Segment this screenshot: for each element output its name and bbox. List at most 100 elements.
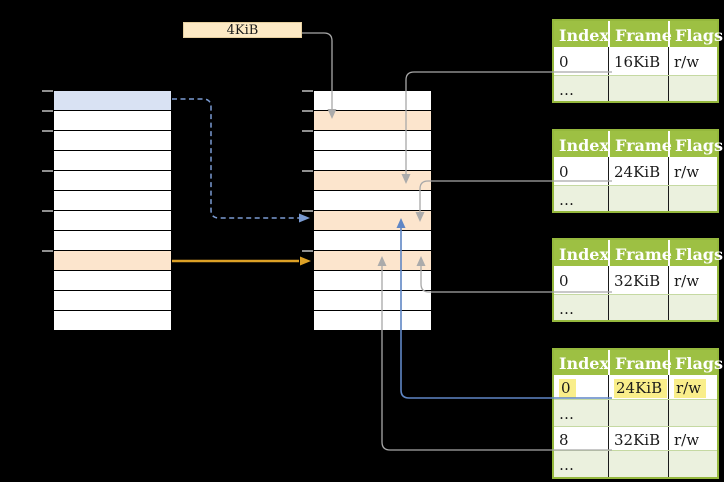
table-cell <box>668 186 717 211</box>
memory-row <box>314 271 431 291</box>
table-cell: Frame <box>608 240 672 266</box>
page-size-text: 4KiB <box>226 22 259 38</box>
table-cell <box>608 451 668 477</box>
table-cell: 0 <box>559 272 569 290</box>
address-tick <box>302 130 313 132</box>
table-cell: 16KiB <box>608 47 668 75</box>
memory-row <box>54 131 171 151</box>
memory-row <box>54 171 171 191</box>
table-cell: r/w <box>668 266 717 294</box>
table-cell: 32KiB <box>608 266 668 294</box>
address-tick <box>42 210 53 212</box>
table-cell: Frame <box>608 131 672 157</box>
table-cell: 32KiB <box>608 427 668 450</box>
memory-row <box>54 231 171 251</box>
table-cell: 0 <box>559 163 569 181</box>
memory-row <box>314 91 431 111</box>
table-cell: Frame <box>608 350 672 375</box>
memory-row <box>314 211 431 231</box>
table-row: … <box>554 185 717 211</box>
memory-row <box>314 291 431 311</box>
table-row: … <box>554 294 717 320</box>
table-row: … <box>554 399 717 426</box>
memory-row <box>54 111 171 131</box>
address-tick <box>42 130 53 132</box>
table-cell: … <box>559 405 574 423</box>
address-tick <box>42 250 53 252</box>
memory-row <box>54 271 171 291</box>
table-cell: Index <box>559 354 610 373</box>
table-cell: r/w <box>668 375 717 399</box>
memory-row <box>314 111 431 131</box>
highlighted-value: 24KiB <box>614 378 668 398</box>
address-tick <box>302 210 313 212</box>
table-cell: Flags <box>668 350 723 375</box>
table-cell: … <box>559 456 574 474</box>
table-cell: r/w <box>668 157 717 185</box>
table-cell: Flags <box>668 240 723 266</box>
table-cell: 24KiB <box>608 375 668 399</box>
memory-row <box>314 251 431 271</box>
table-cell: Index <box>559 244 610 264</box>
table-cell: r/w <box>668 427 717 450</box>
table-cell: Index <box>559 135 610 155</box>
table-cell <box>608 400 668 426</box>
table-row: 0 24KiB r/w <box>554 375 717 399</box>
physical-memory-column <box>302 90 432 331</box>
arrowhead-virtual-page <box>299 213 310 223</box>
table-cell: Flags <box>668 21 723 47</box>
table-cell: … <box>559 80 574 99</box>
address-tick <box>42 110 53 112</box>
table-cell <box>668 76 717 101</box>
virtual-memory-column <box>42 90 172 331</box>
address-tick <box>302 110 313 112</box>
memory-row <box>54 251 171 271</box>
table-cell <box>608 186 668 211</box>
arrow-virtual-page-to-table <box>172 98 299 219</box>
address-tick <box>42 90 53 92</box>
table-cell: 0 <box>559 53 569 71</box>
table-cell: Flags <box>668 131 723 157</box>
memory-row <box>54 191 171 211</box>
memory-row <box>314 171 431 191</box>
table-cell <box>668 451 717 477</box>
table-cell: … <box>559 190 574 209</box>
memory-row <box>54 291 171 311</box>
table-cell <box>668 400 717 426</box>
address-tick <box>302 170 313 172</box>
page-size-label: 4KiB <box>183 22 302 38</box>
table-cell: 8 <box>559 430 569 449</box>
table-cell: 24KiB <box>608 157 668 185</box>
table-row: … <box>554 75 717 101</box>
table-cell <box>608 76 668 101</box>
memory-row <box>314 131 431 151</box>
highlighted-value: 0 <box>559 378 576 398</box>
memory-row <box>54 91 171 111</box>
table-row: … <box>554 450 717 477</box>
memory-row <box>314 231 431 251</box>
table-cell: 0 <box>554 375 608 399</box>
table-cell: Frame <box>608 21 672 47</box>
memory-row <box>314 151 431 171</box>
memory-row <box>54 151 171 171</box>
highlighted-value: r/w <box>674 378 707 398</box>
table-cell: … <box>559 299 574 318</box>
table-cell <box>668 295 717 320</box>
memory-row <box>314 191 431 211</box>
table-cell: r/w <box>668 47 717 75</box>
address-tick <box>42 170 53 172</box>
address-tick <box>302 90 313 92</box>
